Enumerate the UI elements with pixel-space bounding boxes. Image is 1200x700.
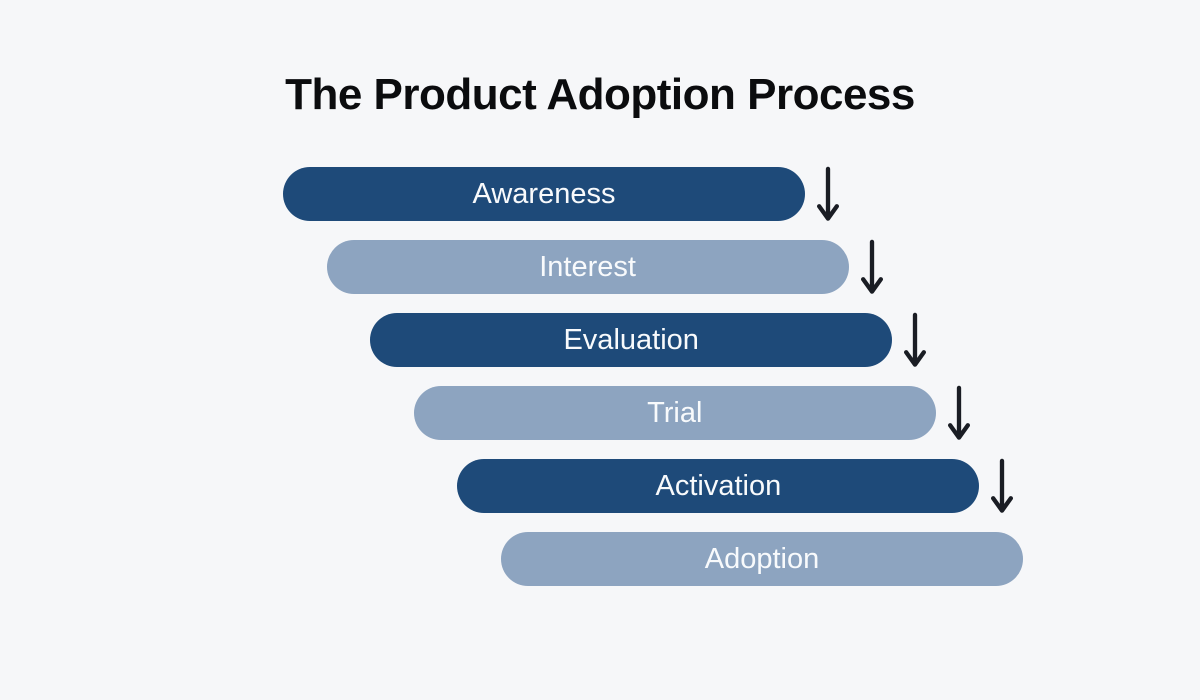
stage-pill-interest: Interest bbox=[326, 240, 849, 294]
stage-row-trial: Trial bbox=[413, 385, 974, 440]
stage-row-awareness: Awareness bbox=[283, 166, 843, 221]
stage-pill-evaluation: Evaluation bbox=[370, 313, 893, 367]
stage-label: Activation bbox=[655, 469, 782, 502]
stage-label: Trial bbox=[647, 396, 703, 429]
page-title: The Product Adoption Process bbox=[285, 70, 915, 119]
down-arrow-icon bbox=[991, 458, 1014, 513]
stage-pill-activation: Activation bbox=[457, 459, 980, 513]
stage-pill-adoption: Adoption bbox=[501, 532, 1023, 586]
stage-label: Interest bbox=[539, 250, 636, 283]
down-arrow-icon bbox=[816, 166, 840, 221]
stage-row-evaluation: Evaluation bbox=[370, 312, 930, 367]
stage-pill-trial: Trial bbox=[413, 386, 936, 440]
stage-pill-awareness: Awareness bbox=[283, 167, 805, 221]
stage-label: Adoption bbox=[704, 542, 820, 575]
stage-row-activation: Activation bbox=[457, 458, 1017, 513]
stage-label: Evaluation bbox=[563, 323, 699, 356]
stage-row-interest: Interest bbox=[326, 239, 887, 294]
down-arrow-icon bbox=[860, 239, 883, 294]
stage-row-adoption: Adoption bbox=[501, 532, 1061, 586]
down-arrow-icon bbox=[947, 385, 970, 440]
stage-label: Awareness bbox=[472, 177, 616, 210]
down-arrow-icon bbox=[904, 312, 927, 367]
